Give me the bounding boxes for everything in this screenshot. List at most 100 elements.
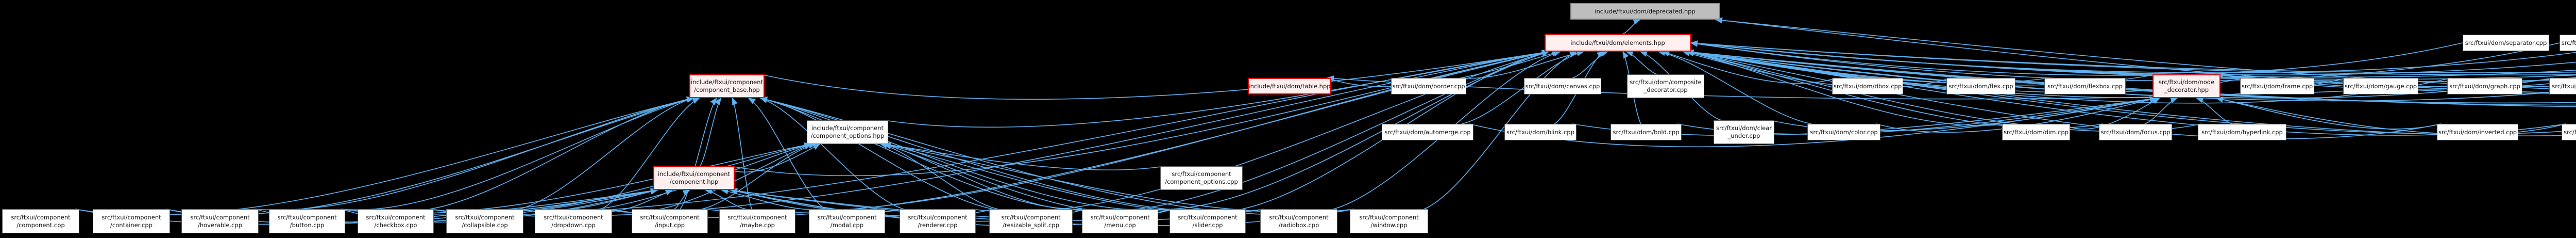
graph-node-composite[interactable]: src/ftxui/dom/composite_decorator.cpp xyxy=(1627,74,1704,98)
graph-node-label: src/ftxui/component xyxy=(727,213,787,221)
graph-node-dropdown[interactable]: src/ftxui/component/dropdown.cpp xyxy=(535,209,612,233)
graph-node-label: /component_options.cpp xyxy=(1165,178,1238,185)
graph-node-label: /renderer.cpp xyxy=(918,221,958,229)
graph-node-label: src/ftxui/component xyxy=(1178,213,1238,221)
graph-node-frame[interactable]: src/ftxui/dom/frame.cpp xyxy=(2240,78,2314,94)
graph-node-label: src/ftxui/dom/italic.cpp xyxy=(2564,128,2576,136)
graph-node-options_hpp[interactable]: include/ftxui/component/component_option… xyxy=(807,120,888,144)
graph-node-input[interactable]: src/ftxui/component/input.cpp xyxy=(632,209,708,233)
graph-node-component_hpp[interactable]: include/ftxui/component/component.hpp xyxy=(653,166,735,190)
graph-edge-component_hpp-to-options_hpp xyxy=(721,144,821,173)
graph-node-label: /maybe.cpp xyxy=(740,221,775,229)
graph-node-label: /component.cpp xyxy=(16,221,65,229)
graph-node-flexbox[interactable]: src/ftxui/dom/flexbox.cpp xyxy=(2044,78,2126,94)
graph-node-hyperlink[interactable]: src/ftxui/dom/hyperlink.cpp xyxy=(2198,124,2286,140)
graph-node-inverted[interactable]: src/ftxui/dom/inverted.cpp xyxy=(2437,124,2518,140)
graph-node-dbox[interactable]: src/ftxui/dom/dbox.cpp xyxy=(1832,78,1903,94)
graph-node-slider[interactable]: src/ftxui/component/slider.cpp xyxy=(1170,209,1246,233)
graph-node-blink[interactable]: src/ftxui/dom/blink.cpp xyxy=(1504,124,1577,140)
graph-node-container[interactable]: src/ftxui/component/container.cpp xyxy=(93,209,170,233)
graph-edge-input-to-options_hpp xyxy=(701,142,817,210)
graph-node-canvas[interactable]: src/ftxui/dom/canvas.cpp xyxy=(1524,78,1601,94)
graph-node-gridbox[interactable]: src/ftxui/dom/gridbox.cpp xyxy=(2549,78,2576,94)
graph-edge-input-to-component_base xyxy=(680,97,717,210)
graph-node-label: src/ftxui/component xyxy=(455,213,515,221)
graph-node-resizable_split[interactable]: src/ftxui/component/resizable_split.cpp xyxy=(989,209,1073,233)
graph-node-label: src/ftxui/dom/node xyxy=(2158,78,2215,86)
graph-node-label: src/ftxui/dom/dim.cpp xyxy=(2004,128,2069,136)
graph-node-label: /component.hpp xyxy=(669,178,719,185)
graph-node-label: /dropdown.cpp xyxy=(551,221,596,229)
graph-node-maybe[interactable]: src/ftxui/component/maybe.cpp xyxy=(719,209,795,233)
graph-node-border[interactable]: src/ftxui/dom/border.cpp xyxy=(1391,78,1466,94)
graph-node-label: src/ftxui/dom/gridbox.cpp xyxy=(2552,82,2576,90)
graph-node-window[interactable]: src/ftxui/component/window.cpp xyxy=(1350,209,1428,233)
graph-node-menu[interactable]: src/ftxui/component/menu.cpp xyxy=(1082,209,1158,233)
graph-node-label: src/ftxui/component xyxy=(101,213,161,221)
graph-node-label: src/ftxui/component xyxy=(366,213,426,221)
graph-node-deprecated[interactable]: include/ftxui/dom/deprecated.hpp xyxy=(1570,3,1720,20)
graph-node-label: src/ftxui/dom/graph.cpp xyxy=(2449,82,2520,90)
graph-edge-dropdown-to-component_base xyxy=(601,98,700,210)
graph-edge-window-to-elements xyxy=(1423,51,1578,210)
graph-node-label: /modal.cpp xyxy=(830,221,864,229)
graph-node-size[interactable]: src/ftxui/dom/size.cpp xyxy=(2560,35,2576,51)
graph-node-label: src/ftxui/dom/flexbox.cpp xyxy=(2047,82,2123,90)
graph-node-button[interactable]: src/ftxui/component/button.cpp xyxy=(269,209,345,233)
graph-node-label: src/ftxui/dom/bold.cpp xyxy=(1613,128,1680,136)
graph-node-color[interactable]: src/ftxui/dom/color.cpp xyxy=(1807,124,1880,140)
graph-node-label: src/ftxui/component xyxy=(1172,170,1231,178)
graph-node-collapsible[interactable]: src/ftxui/component/collapsible.cpp xyxy=(446,209,523,233)
graph-node-dim[interactable]: src/ftxui/dom/dim.cpp xyxy=(2002,124,2070,140)
graph-node-label: src/ftxui/component xyxy=(190,213,250,221)
graph-edge-linear_gradient-to-elements xyxy=(1686,50,2576,135)
graph-edge-collapsible-to-component_base xyxy=(519,97,694,210)
graph-node-separator[interactable]: src/ftxui/dom/separator.cpp xyxy=(2463,35,2549,51)
graph-node-bold[interactable]: src/ftxui/dom/bold.cpp xyxy=(1611,124,1682,140)
graph-node-label: src/ftxui/component xyxy=(544,213,603,221)
graph-node-label: _under.cpp xyxy=(1727,132,1760,139)
graph-node-focus[interactable]: src/ftxui/dom/focus.cpp xyxy=(2099,124,2172,140)
graph-node-table_hpp[interactable]: include/ftxui/dom/table.hpp xyxy=(1248,78,1331,94)
graph-node-label: src/ftxui/component xyxy=(1359,213,1419,221)
graph-edge-menu-to-elements xyxy=(1154,51,1550,210)
graph-edge-text-to-elements xyxy=(1686,49,2576,107)
graph-node-label: src/ftxui/dom/clear xyxy=(1716,124,1772,132)
graph-node-label: src/ftxui/dom/gauge.cpp xyxy=(2344,82,2417,90)
graph-edge-component_hpp-to-component_base xyxy=(699,97,722,167)
graph-edge-composite-to-elements xyxy=(1625,51,1657,75)
graph-edge-checkbox-to-component_base xyxy=(429,96,694,210)
graph-edge-underlined_double-to-node_decorator xyxy=(2215,72,2576,94)
graph-node-hoverable[interactable]: src/ftxui/component/hoverable.cpp xyxy=(181,209,259,233)
graph-edge-color-to-elements xyxy=(1657,50,1812,124)
graph-node-elements[interactable]: include/ftxui/dom/elements.hpp xyxy=(1545,34,1691,52)
graph-node-radiobox[interactable]: src/ftxui/component/radiobox.cpp xyxy=(1260,209,1337,233)
graph-node-component_base[interactable]: include/ftxui/component/component_base.h… xyxy=(689,74,765,98)
graph-node-label: /window.cpp xyxy=(1370,221,1408,229)
graph-node-italic[interactable]: src/ftxui/dom/italic.cpp xyxy=(2562,124,2576,140)
graph-node-component_cpp[interactable]: src/ftxui/component/component.cpp xyxy=(2,209,79,233)
graph-node-label: include/ftxui/dom/deprecated.hpp xyxy=(1595,7,1696,15)
graph-edge-scroll_indicator-to-elements xyxy=(1686,50,2576,136)
graph-node-automerge[interactable]: src/ftxui/dom/automerge.cpp xyxy=(1382,124,1473,140)
graph-node-label: src/ftxui/component xyxy=(277,213,337,221)
graph-node-label: include/ftxui/dom/elements.hpp xyxy=(1570,39,1665,46)
graph-node-renderer[interactable]: src/ftxui/component/renderer.cpp xyxy=(900,209,976,233)
graph-node-graph[interactable]: src/ftxui/dom/graph.cpp xyxy=(2447,78,2522,94)
graph-node-label: src/ftxui/dom/inverted.cpp xyxy=(2438,128,2517,136)
graph-node-flex[interactable]: src/ftxui/dom/flex.cpp xyxy=(1946,78,2015,94)
graph-node-checkbox[interactable]: src/ftxui/component/checkbox.cpp xyxy=(358,209,434,233)
graph-node-label: src/ftxui/component xyxy=(11,213,71,221)
graph-node-clear_under[interactable]: src/ftxui/dom/clear_under.cpp xyxy=(1714,120,1774,144)
graph-node-node_decorator[interactable]: src/ftxui/dom/node_decorator.hpp xyxy=(2153,74,2221,98)
graph-node-label: src/ftxui/dom/hyperlink.cpp xyxy=(2201,128,2283,136)
graph-node-label: src/ftxui/component xyxy=(1090,213,1150,221)
graph-node-label: src/ftxui/dom/separator.cpp xyxy=(2465,39,2547,46)
graph-node-modal[interactable]: src/ftxui/component/modal.cpp xyxy=(809,209,885,233)
graph-node-label: /radiobox.cpp xyxy=(1278,221,1319,229)
graph-node-options_cpp[interactable]: src/ftxui/component/component_options.cp… xyxy=(1160,166,1243,190)
graph-node-label: src/ftxui/dom/color.cpp xyxy=(1810,128,1878,136)
graph-node-label: include/ftxui/component xyxy=(657,170,731,178)
graph-node-gauge[interactable]: src/ftxui/dom/gauge.cpp xyxy=(2343,78,2418,94)
